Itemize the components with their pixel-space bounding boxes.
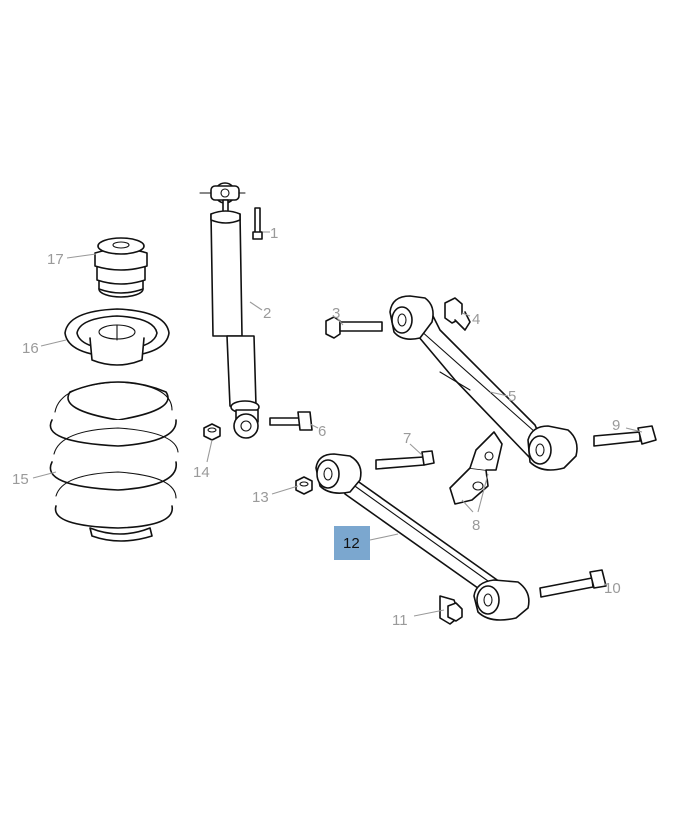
callout-13[interactable]: 13 xyxy=(252,489,269,506)
callout-1[interactable]: 1 xyxy=(270,225,278,242)
bolt-1[interactable] xyxy=(252,207,263,240)
callout-12[interactable]: 12 xyxy=(343,535,360,552)
callout-16[interactable]: 16 xyxy=(22,340,39,357)
shock-absorber[interactable] xyxy=(199,182,260,439)
callout-labels: 1 2 3 4 5 6 7 8 9 10 11 12 13 14 15 16 1… xyxy=(12,225,621,629)
callout-7[interactable]: 7 xyxy=(403,430,411,447)
nut-11[interactable] xyxy=(439,595,463,625)
callout-11[interactable]: 11 xyxy=(392,612,408,629)
callout-6[interactable]: 6 xyxy=(318,423,326,440)
highlight-box xyxy=(334,526,370,560)
bolt-9[interactable] xyxy=(593,425,657,447)
jounce-bumper[interactable] xyxy=(94,237,148,298)
callout-15[interactable]: 15 xyxy=(12,471,29,488)
nut-13[interactable] xyxy=(295,476,313,495)
callout-2[interactable]: 2 xyxy=(263,305,271,322)
bolt-7[interactable] xyxy=(375,450,435,470)
callout-17[interactable]: 17 xyxy=(47,251,64,268)
nut-14[interactable] xyxy=(203,423,221,441)
callout-8[interactable]: 8 xyxy=(472,517,480,534)
callout-14[interactable]: 14 xyxy=(193,464,210,481)
callout-4[interactable]: 4 xyxy=(472,311,480,328)
bolt-10[interactable] xyxy=(539,569,607,598)
nut-4[interactable] xyxy=(444,297,471,331)
leader-lines xyxy=(32,231,643,617)
bolt-6[interactable] xyxy=(269,411,313,431)
callout-9[interactable]: 9 xyxy=(612,417,620,434)
upper-control-arm[interactable] xyxy=(389,295,578,471)
callout-3[interactable]: 3 xyxy=(332,305,340,322)
callout-5[interactable]: 5 xyxy=(508,388,516,405)
spring-seat[interactable] xyxy=(64,308,170,366)
lower-control-arm[interactable] xyxy=(315,453,530,621)
callout-10[interactable]: 10 xyxy=(604,580,621,597)
bracket-8[interactable] xyxy=(449,431,503,505)
coil-spring[interactable] xyxy=(49,381,179,542)
bolt-3[interactable] xyxy=(325,316,383,339)
